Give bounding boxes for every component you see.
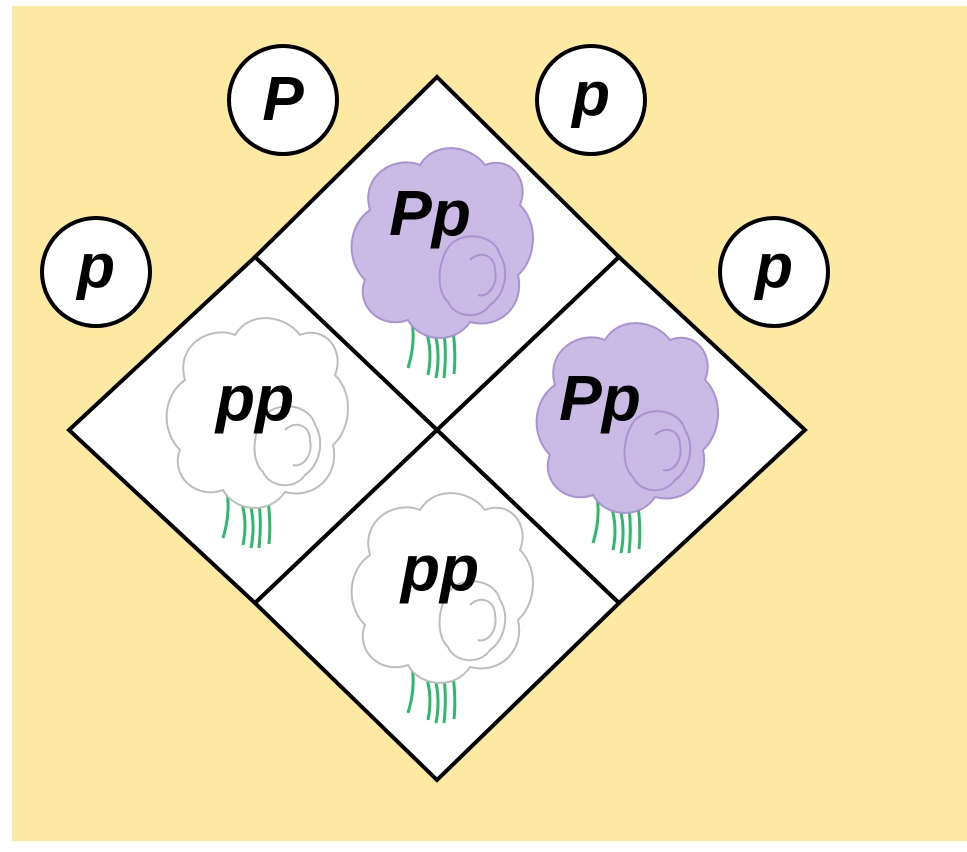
flower-top-purple: Pp <box>350 147 534 380</box>
allele-circle-top-left-2: p <box>40 216 152 328</box>
allele-label: p <box>570 60 610 129</box>
genotype-label: Pp <box>559 362 641 434</box>
flower-right-purple: Pp <box>535 322 719 555</box>
allele-circle-top-right-2: p <box>718 216 830 328</box>
genotype-label: Pp <box>389 177 471 249</box>
allele-circle-top-left-1: P <box>227 44 339 156</box>
allele-label: p <box>75 232 115 301</box>
allele-circle-top-right-1: p <box>535 44 647 156</box>
genotype-label: pp <box>399 532 479 604</box>
flower-left-white: pp <box>165 317 349 550</box>
allele-label: p <box>753 232 793 301</box>
flower-bottom-white: pp <box>350 492 534 725</box>
genotype-label: pp <box>214 362 294 434</box>
allele-label: P <box>262 65 304 134</box>
